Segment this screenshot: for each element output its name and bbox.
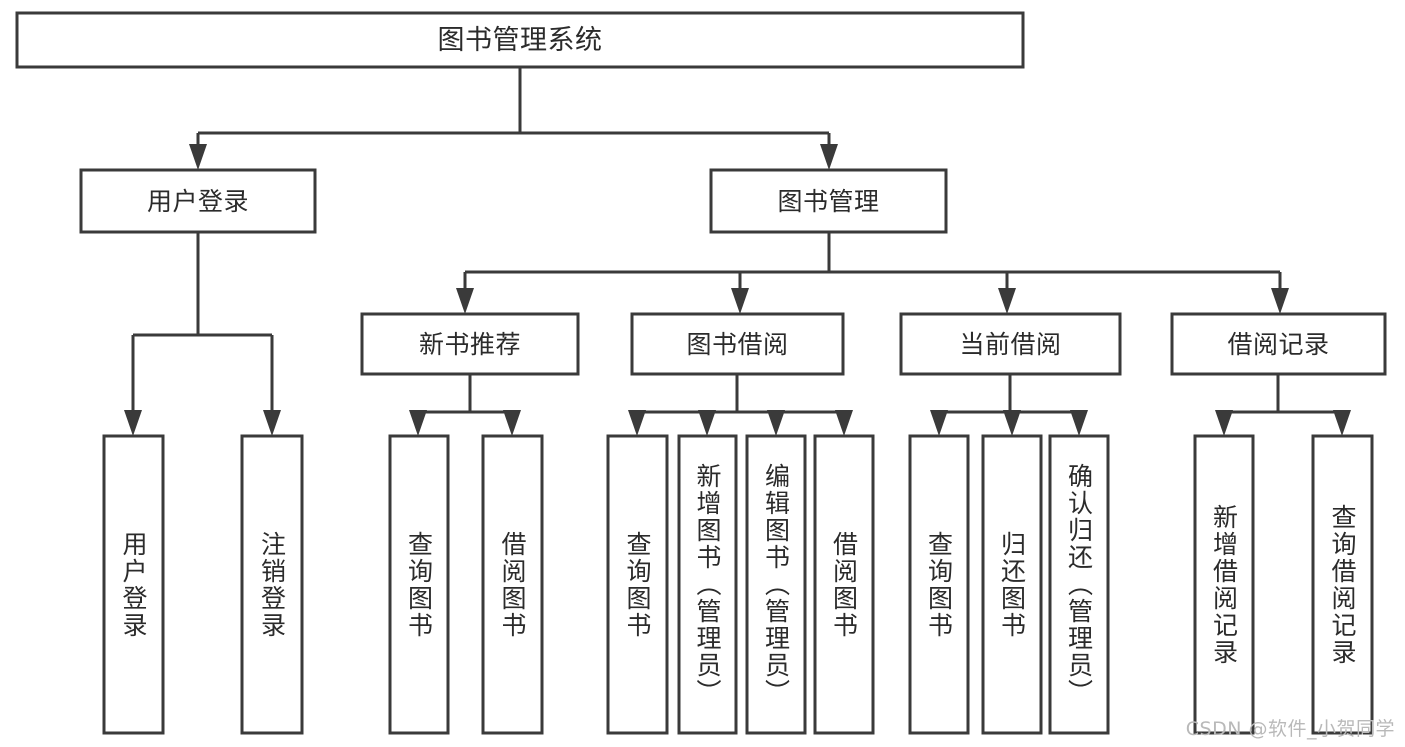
bookmgmt-bus-arrow-1 [731,288,749,314]
node-box-leaf12[interactable] [1193,434,1255,735]
node-box-leaf1[interactable] [102,434,165,735]
node-box-leaf6[interactable] [677,434,738,735]
node-box-login[interactable] [79,168,317,234]
root-bus-arrow-1 [820,144,838,170]
node-box-leaf10[interactable] [981,434,1043,735]
login-bus-arrow-0 [124,410,142,436]
borrow-bus-arrow-0 [628,410,646,436]
node-box-newbook[interactable] [360,312,580,376]
node-box-leaf3[interactable] [388,434,450,735]
borrow-bus-arrow-3 [835,410,853,436]
node-box-borrow[interactable] [630,312,845,376]
node-box-leaf5[interactable] [606,434,669,735]
bookmgmt-bus-arrow-2 [998,288,1016,314]
root-bus-arrow-0 [189,144,207,170]
connectors-layer [124,67,1351,436]
borrow-bus-arrow-2 [767,410,785,436]
newbook-bus-arrow-1 [503,410,521,436]
newbook-bus-arrow-0 [409,410,427,436]
node-box-current[interactable] [899,312,1122,376]
records-bus-arrow-0 [1215,410,1233,436]
current-bus-arrow-1 [1003,410,1021,436]
node-box-leaf9[interactable] [908,434,970,735]
node-box-leaf11[interactable] [1048,434,1110,735]
node-box-leaf8[interactable] [813,434,875,735]
login-bus-arrow-1 [263,410,281,436]
boxes-layer [15,11,1387,735]
watermark: CSDN @软件_小贺同学 [1185,718,1395,740]
current-bus-arrow-2 [1070,410,1088,436]
node-box-leaf13[interactable] [1311,434,1374,735]
node-box-leaf2[interactable] [240,434,304,735]
bookmgmt-bus-arrow-0 [456,288,474,314]
records-bus-arrow-1 [1333,410,1351,436]
borrow-bus-arrow-1 [698,410,716,436]
node-box-leaf7[interactable] [745,434,807,735]
node-box-leaf4[interactable] [481,434,544,735]
node-box-root[interactable] [15,11,1025,69]
current-bus-arrow-0 [930,410,948,436]
bookmgmt-bus-arrow-3 [1271,288,1289,314]
node-box-records[interactable] [1170,312,1387,376]
node-box-bookmgmt[interactable] [709,168,948,234]
